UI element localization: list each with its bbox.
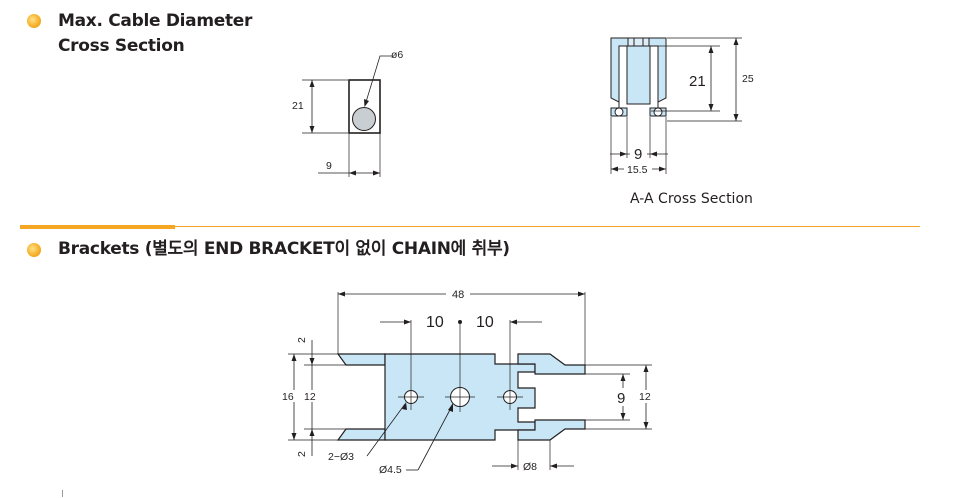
bracket-diagram: 48 10 10 2 2 16 12 9 12 2−Ø3 Ø4.5 Ø8 bbox=[282, 286, 654, 476]
section-divider-line bbox=[175, 226, 920, 227]
section-subtitle-cross-section: Cross Section bbox=[58, 36, 185, 56]
bracket-bottom-gap-label: 2 bbox=[296, 451, 308, 457]
bracket-top-gap-label: 2 bbox=[296, 337, 308, 343]
section-bullet-icon bbox=[27, 243, 41, 257]
aa-inner-width-label: 9 bbox=[634, 146, 642, 163]
bracket-small-hole-label: 2−Ø3 bbox=[328, 451, 354, 463]
aa-cross-section-diagram: 21 25 9 15.5 bbox=[610, 37, 754, 176]
aa-outer-height-label: 25 bbox=[742, 73, 754, 85]
cable-height-label: 21 bbox=[292, 100, 304, 112]
aa-inner-height-label: 21 bbox=[689, 73, 706, 90]
section-divider-accent bbox=[20, 225, 175, 229]
bracket-pin-label: Ø8 bbox=[523, 461, 537, 473]
bracket-right-slot-label: 9 bbox=[617, 390, 625, 407]
cable-width-label: 9 bbox=[326, 160, 332, 172]
bracket-overall-label: 48 bbox=[452, 289, 464, 301]
cable-diameter-label: ø6 bbox=[391, 49, 403, 61]
cable-diameter-diagram: ø6 21 9 bbox=[292, 49, 403, 177]
bracket-pitch-right-label: 10 bbox=[476, 314, 494, 331]
bracket-left-inner-label: 12 bbox=[304, 391, 316, 403]
bracket-right-outer-label: 12 bbox=[639, 391, 651, 403]
bracket-pitch-left-label: 10 bbox=[426, 314, 444, 331]
aa-cross-section-caption: A-A Cross Section bbox=[630, 191, 753, 207]
aa-outer-width-label: 15.5 bbox=[627, 164, 648, 176]
section-bullet-icon bbox=[27, 14, 41, 28]
section-title-brackets: Brackets (별도의 END BRACKET이 없이 CHAIN에 취부) bbox=[58, 239, 510, 259]
section-title-cable-diameter: Max. Cable Diameter bbox=[58, 11, 253, 31]
bracket-big-hole-label: Ø4.5 bbox=[379, 464, 402, 476]
bracket-left-outer-label: 16 bbox=[282, 391, 294, 403]
page-tick-mark bbox=[62, 490, 63, 497]
cable-circle bbox=[352, 107, 376, 131]
